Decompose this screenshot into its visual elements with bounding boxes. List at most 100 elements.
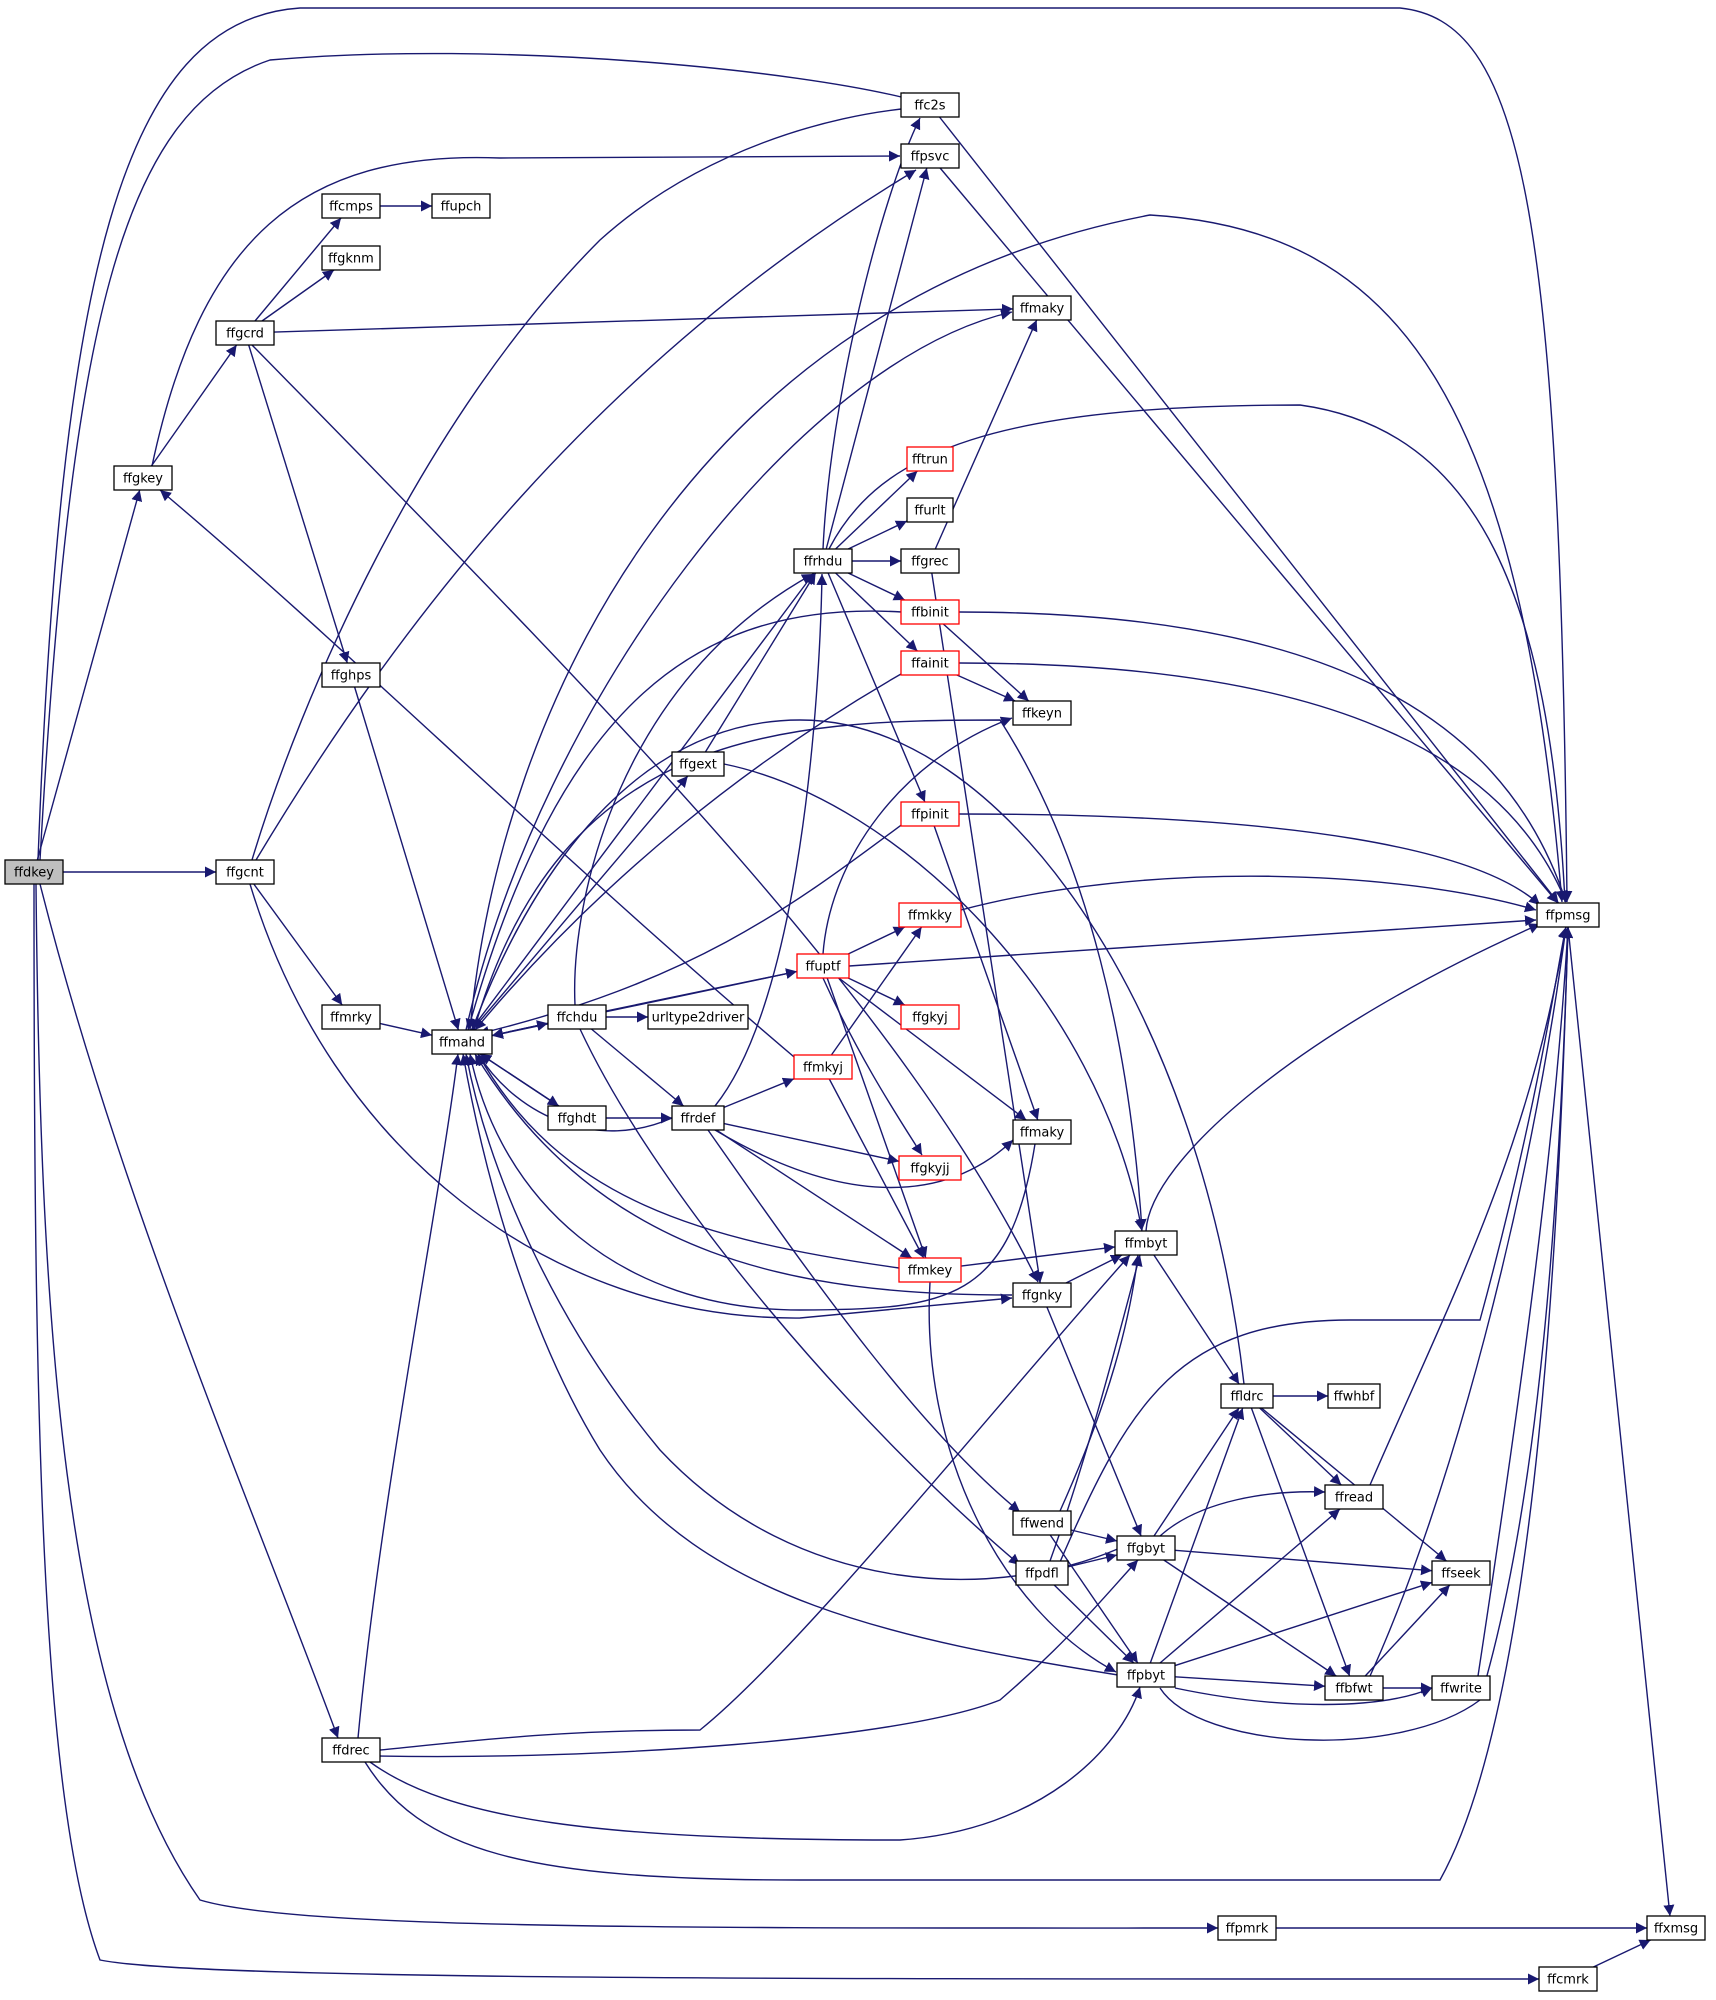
node-ffrdef[interactable]: ffrdef bbox=[671, 1105, 725, 1131]
node-box-ffmkky[interactable] bbox=[898, 902, 962, 928]
node-box-ffread[interactable] bbox=[1324, 1484, 1384, 1510]
node-box-ffwrite[interactable] bbox=[1431, 1675, 1491, 1701]
node-box-ffgkey[interactable] bbox=[113, 465, 173, 491]
node-ffpdfl[interactable]: ffpdfl bbox=[1015, 1560, 1069, 1586]
node-ffwend[interactable]: ffwend bbox=[1012, 1510, 1072, 1536]
node-box-ffgnky[interactable] bbox=[1012, 1282, 1072, 1308]
node-box-ffpdfl[interactable] bbox=[1015, 1560, 1069, 1586]
node-ffmkky[interactable]: ffmkky bbox=[898, 902, 962, 928]
node-ffwrite[interactable]: ffwrite bbox=[1431, 1675, 1491, 1701]
node-ffpmsg[interactable]: ffpmsg bbox=[1536, 902, 1600, 928]
node-box-ffgkyj[interactable] bbox=[900, 1004, 960, 1030]
node-ffxmsg[interactable]: ffxmsg bbox=[1646, 1915, 1706, 1941]
node-ffainit[interactable]: ffainit bbox=[900, 650, 960, 676]
node-box-fftrun[interactable] bbox=[906, 446, 954, 472]
node-ffbinit[interactable]: ffbinit bbox=[900, 599, 960, 625]
node-ffmrky[interactable]: ffmrky bbox=[321, 1004, 381, 1030]
node-box-ffbfwt[interactable] bbox=[1324, 1675, 1384, 1701]
node-ffgnky[interactable]: ffgnky bbox=[1012, 1282, 1072, 1308]
node-box-ffmaky_mid[interactable] bbox=[1012, 1119, 1072, 1145]
node-box-ffmbyt[interactable] bbox=[1114, 1230, 1178, 1256]
node-ffghdt[interactable]: ffghdt bbox=[547, 1105, 607, 1131]
node-box-ffurlt[interactable] bbox=[906, 497, 954, 523]
node-box-ffainit[interactable] bbox=[900, 650, 960, 676]
node-box-ffbinit[interactable] bbox=[900, 599, 960, 625]
node-ffuptf[interactable]: ffuptf bbox=[796, 953, 850, 979]
node-ffcmrk[interactable]: ffcmrk bbox=[1538, 1966, 1598, 1992]
node-ffpbyt[interactable]: ffpbyt bbox=[1116, 1662, 1176, 1688]
node-ffgbyt[interactable]: ffgbyt bbox=[1116, 1535, 1176, 1561]
node-ffseek[interactable]: ffseek bbox=[1431, 1560, 1491, 1586]
node-box-ffchdu[interactable] bbox=[547, 1004, 607, 1030]
node-ffgkey[interactable]: ffgkey bbox=[113, 465, 173, 491]
node-box-ffmrky[interactable] bbox=[321, 1004, 381, 1030]
node-box-ffxmsg[interactable] bbox=[1646, 1915, 1706, 1941]
node-box-ffwend[interactable] bbox=[1012, 1510, 1072, 1536]
node-box-ffgcnt[interactable] bbox=[215, 859, 275, 885]
node-box-ffghdt[interactable] bbox=[547, 1105, 607, 1131]
node-box-ffmkey[interactable] bbox=[898, 1257, 962, 1283]
node-ffmaky_mid[interactable]: ffmaky bbox=[1012, 1119, 1072, 1145]
node-box-ffdrec[interactable] bbox=[321, 1737, 381, 1763]
node-box-ffuptf[interactable] bbox=[796, 953, 850, 979]
node-box-ffpbyt[interactable] bbox=[1116, 1662, 1176, 1688]
node-ffldrc[interactable]: ffldrc bbox=[1220, 1383, 1274, 1409]
node-box-ffgkyjj[interactable] bbox=[898, 1155, 962, 1181]
node-box-ffcmrk[interactable] bbox=[1538, 1966, 1598, 1992]
node-box-ffmahd[interactable] bbox=[431, 1029, 493, 1055]
node-box-ffupch[interactable] bbox=[431, 193, 491, 219]
node-box-ffrhdu[interactable] bbox=[793, 548, 853, 574]
node-box-urltype2driver[interactable] bbox=[647, 1004, 749, 1030]
node-ffdrec[interactable]: ffdrec bbox=[321, 1737, 381, 1763]
node-ffgext[interactable]: ffgext bbox=[671, 751, 725, 777]
node-ffmahd[interactable]: ffmahd bbox=[431, 1029, 493, 1055]
node-ffchdu[interactable]: ffchdu bbox=[547, 1004, 607, 1030]
node-box-ffpsvc[interactable] bbox=[900, 143, 960, 169]
node-box-ffgrec[interactable] bbox=[900, 548, 960, 574]
node-box-ffgbyt[interactable] bbox=[1116, 1535, 1176, 1561]
node-box-ffldrc[interactable] bbox=[1220, 1383, 1274, 1409]
node-ffmbyt[interactable]: ffmbyt bbox=[1114, 1230, 1178, 1256]
node-ffghps[interactable]: ffghps bbox=[321, 662, 381, 688]
node-box-ffpmrk[interactable] bbox=[1217, 1915, 1277, 1941]
node-ffmkyj[interactable]: ffmkyj bbox=[793, 1054, 853, 1080]
node-box-ffpinit[interactable] bbox=[900, 801, 960, 827]
node-box-ffpmsg[interactable] bbox=[1536, 902, 1600, 928]
node-ffgrec[interactable]: ffgrec bbox=[900, 548, 960, 574]
node-box-ffdkey[interactable] bbox=[4, 859, 64, 885]
node-ffmkey[interactable]: ffmkey bbox=[898, 1257, 962, 1283]
node-ffupch[interactable]: ffupch bbox=[431, 193, 491, 219]
node-ffgcrd[interactable]: ffgcrd bbox=[215, 320, 275, 346]
node-urltype2driver[interactable]: urltype2driver bbox=[647, 1004, 749, 1030]
node-box-ffgknm[interactable] bbox=[321, 245, 381, 271]
node-ffc2s[interactable]: ffc2s bbox=[900, 92, 960, 118]
node-ffmaky_top[interactable]: ffmaky bbox=[1012, 295, 1072, 321]
node-ffgkyj[interactable]: ffgkyj bbox=[900, 1004, 960, 1030]
node-ffread[interactable]: ffread bbox=[1324, 1484, 1384, 1510]
node-ffgcnt[interactable]: ffgcnt bbox=[215, 859, 275, 885]
node-box-ffkeyn[interactable] bbox=[1012, 700, 1072, 726]
node-box-ffmkyj[interactable] bbox=[793, 1054, 853, 1080]
node-ffgkyjj[interactable]: ffgkyjj bbox=[898, 1155, 962, 1181]
node-ffcmps[interactable]: ffcmps bbox=[321, 193, 381, 219]
node-ffurlt[interactable]: ffurlt bbox=[906, 497, 954, 523]
node-ffbfwt[interactable]: ffbfwt bbox=[1324, 1675, 1384, 1701]
node-fftrun[interactable]: fftrun bbox=[906, 446, 954, 472]
node-ffpsvc[interactable]: ffpsvc bbox=[900, 143, 960, 169]
node-box-ffseek[interactable] bbox=[1431, 1560, 1491, 1586]
node-ffrhdu[interactable]: ffrhdu bbox=[793, 548, 853, 574]
node-ffwhbf[interactable]: ffwhbf bbox=[1327, 1383, 1381, 1409]
node-box-ffrdef[interactable] bbox=[671, 1105, 725, 1131]
node-ffgknm[interactable]: ffgknm bbox=[321, 245, 381, 271]
node-box-ffcmps[interactable] bbox=[321, 193, 381, 219]
node-ffpmrk[interactable]: ffpmrk bbox=[1217, 1915, 1277, 1941]
node-box-ffwhbf[interactable] bbox=[1327, 1383, 1381, 1409]
node-box-ffmaky_top[interactable] bbox=[1012, 295, 1072, 321]
node-box-ffgcrd[interactable] bbox=[215, 320, 275, 346]
node-box-ffghps[interactable] bbox=[321, 662, 381, 688]
node-ffpinit[interactable]: ffpinit bbox=[900, 801, 960, 827]
node-box-ffgext[interactable] bbox=[671, 751, 725, 777]
node-ffdkey[interactable]: ffdkey bbox=[4, 859, 64, 885]
node-box-ffc2s[interactable] bbox=[900, 92, 960, 118]
node-ffkeyn[interactable]: ffkeyn bbox=[1012, 700, 1072, 726]
